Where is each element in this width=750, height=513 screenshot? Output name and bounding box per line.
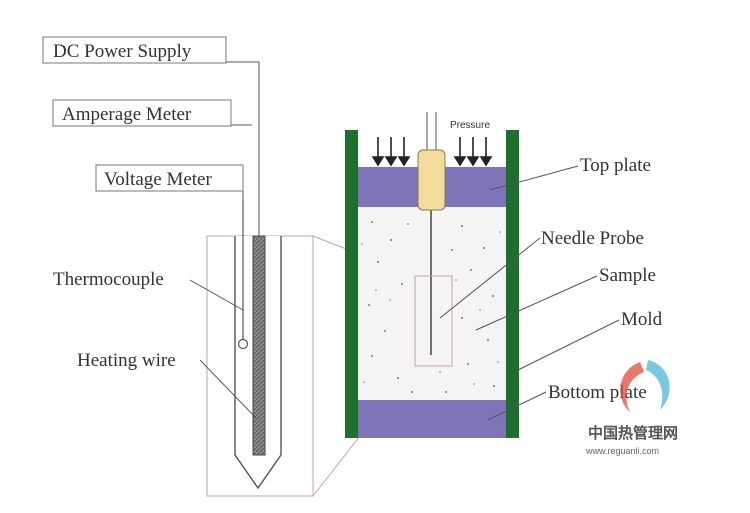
- dc-power-label: DC Power Supply: [53, 41, 192, 62]
- sample-speckles: [361, 221, 501, 393]
- mold-wall-right: [506, 130, 519, 438]
- pressure-label: Pressure: [450, 120, 490, 131]
- watermark-logo: [620, 360, 670, 412]
- heating-wire-leader: [199, 359, 257, 419]
- mold-leader: [513, 319, 620, 373]
- thermocouple-label: Thermocouple: [53, 269, 164, 290]
- mold-label: Mold: [621, 309, 663, 330]
- needle-probe-label: Needle Probe: [541, 228, 644, 249]
- voltage-label: Voltage Meter: [104, 169, 212, 190]
- pressure-arrows: [371, 137, 493, 167]
- sample-label: Sample: [599, 265, 656, 286]
- dc-power-box: [42, 36, 227, 64]
- mold-wall-left: [345, 130, 358, 438]
- heating-wire-element: [252, 235, 266, 456]
- probe-head: [417, 149, 446, 211]
- top-plate-leader: [489, 165, 579, 191]
- sample-leader: [475, 275, 598, 331]
- bottom-plate-leader: [487, 391, 547, 421]
- mold-assembly: Pressure Top plate Needle Probe Sample M…: [345, 112, 663, 438]
- needle-probe-leader: [439, 237, 541, 319]
- amperage-box: [52, 99, 232, 127]
- zoom-box: [414, 275, 453, 367]
- heating-wire-label: Heating wire: [77, 350, 176, 371]
- watermark-site-name: 中国热管理网: [588, 424, 678, 442]
- thermocouple-junction: [237, 338, 249, 350]
- bottom-plate-label: Bottom plate: [548, 382, 647, 403]
- top-plate-label: Top plate: [580, 155, 651, 176]
- bottom-plate: [358, 400, 506, 438]
- amperage-label: Amperage Meter: [62, 104, 192, 125]
- probe-closeup: DC Power Supply Amperage Meter Voltage M…: [42, 36, 314, 497]
- watermark-url: www.reguanli.com: [585, 446, 659, 456]
- thermocouple-leader: [189, 279, 244, 311]
- watermark: 中国热管理网 www.reguanli.com: [585, 360, 678, 456]
- voltage-box: [95, 164, 244, 192]
